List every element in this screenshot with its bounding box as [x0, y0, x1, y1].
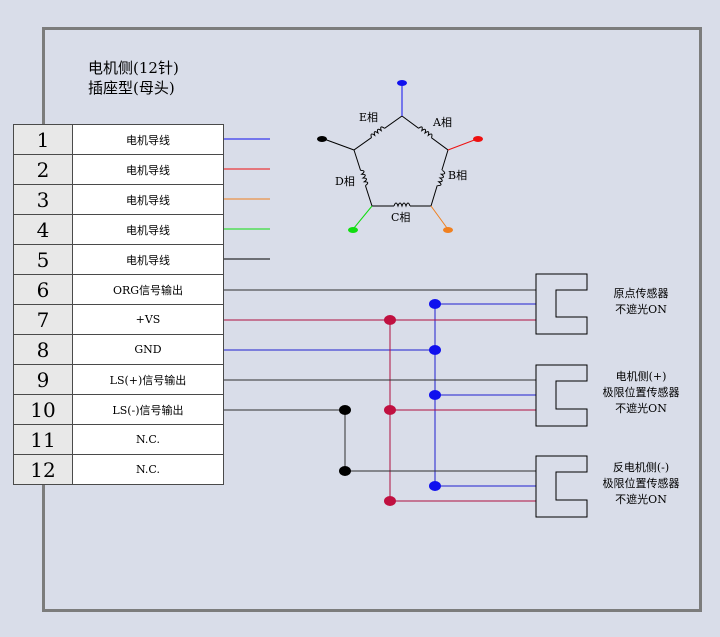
- limit-plus-sensor-name: 极限位置传感器: [603, 385, 680, 399]
- pin-number: 6: [13, 274, 73, 305]
- origin-sensor-state: 不遮光ON: [615, 302, 667, 316]
- pin-number: 12: [13, 454, 73, 485]
- coil-b-icon: [433, 169, 447, 187]
- coil-a-icon: [416, 125, 434, 141]
- junction-dot-icon: [384, 496, 396, 506]
- lead-red: [447, 138, 478, 151]
- phase-b-label: B相: [448, 169, 467, 182]
- pin-function: GND: [72, 334, 224, 365]
- pin-function: N.C.: [72, 424, 224, 455]
- junction-dot-icon: [429, 390, 441, 400]
- lead-black: [323, 138, 355, 151]
- junction-dot-icon: [339, 405, 351, 415]
- pin-number: 2: [13, 154, 73, 185]
- pin-number: 11: [13, 424, 73, 455]
- junction-dot-icon: [339, 466, 351, 476]
- phase-a-label: A相: [432, 116, 452, 129]
- terminal-blue-icon: [397, 80, 407, 86]
- terminal-red-icon: [473, 136, 483, 142]
- phase-d-label: D相: [335, 175, 355, 188]
- limit-minus-sensor-name: 极限位置传感器: [603, 476, 680, 490]
- junction-dot-icon: [384, 315, 396, 325]
- pin-number: 10: [13, 394, 73, 425]
- limit-minus-sensor-state: 不遮光ON: [615, 492, 667, 506]
- pin-number: 3: [13, 184, 73, 215]
- pin-number: 1: [13, 124, 73, 155]
- junction-dot-icon: [429, 481, 441, 491]
- pin-function: 电机导线: [72, 244, 224, 275]
- limit-plus-sensor-state: 不遮光ON: [615, 401, 667, 415]
- pin-function: N.C.: [72, 454, 224, 485]
- terminal-orange-icon: [443, 227, 453, 233]
- coil-c-icon: [393, 202, 411, 210]
- title-line-2: 插座型(母头): [88, 79, 175, 97]
- origin-sensor-icon: [535, 273, 588, 335]
- terminal-green-icon: [348, 227, 358, 233]
- coil-e-icon: [369, 125, 387, 141]
- pin-function: 电机导线: [72, 124, 224, 155]
- limit-minus-sensor-side: 反电机侧(-): [613, 460, 669, 474]
- pin-function: 电机导线: [72, 154, 224, 185]
- junction-dot-icon: [429, 299, 441, 309]
- coil-d-icon: [356, 169, 370, 187]
- limit-plus-sensor-icon: [535, 364, 588, 427]
- limit-plus-sensor-side: 电机侧(+): [616, 369, 667, 383]
- lead-green: [353, 205, 373, 229]
- pin-function: LS(-)信号输出: [72, 394, 224, 425]
- limit-minus-sensor-icon: [535, 455, 588, 518]
- origin-sensor-name: 原点传感器: [614, 287, 669, 300]
- pin-function: +VS: [72, 304, 224, 335]
- motor-winding: A相 B相 C相 D相 E相: [317, 80, 483, 233]
- junction-dot-icon: [384, 405, 396, 415]
- pin-number: 9: [13, 364, 73, 395]
- phase-e-label: E相: [359, 111, 378, 124]
- phase-c-label: C相: [391, 211, 410, 224]
- lead-orange: [430, 205, 448, 229]
- pentagon-outline: [353, 115, 449, 207]
- pin-row-7: 7+VS: [13, 304, 224, 335]
- terminal-black-icon: [317, 136, 327, 142]
- junction-dots: [339, 299, 441, 506]
- connector-title: 电机侧(12针) 插座型(母头): [88, 58, 179, 98]
- junction-dot-icon: [429, 345, 441, 355]
- title-line-1: 电机侧(12针): [88, 59, 179, 77]
- pin-number: 4: [13, 214, 73, 245]
